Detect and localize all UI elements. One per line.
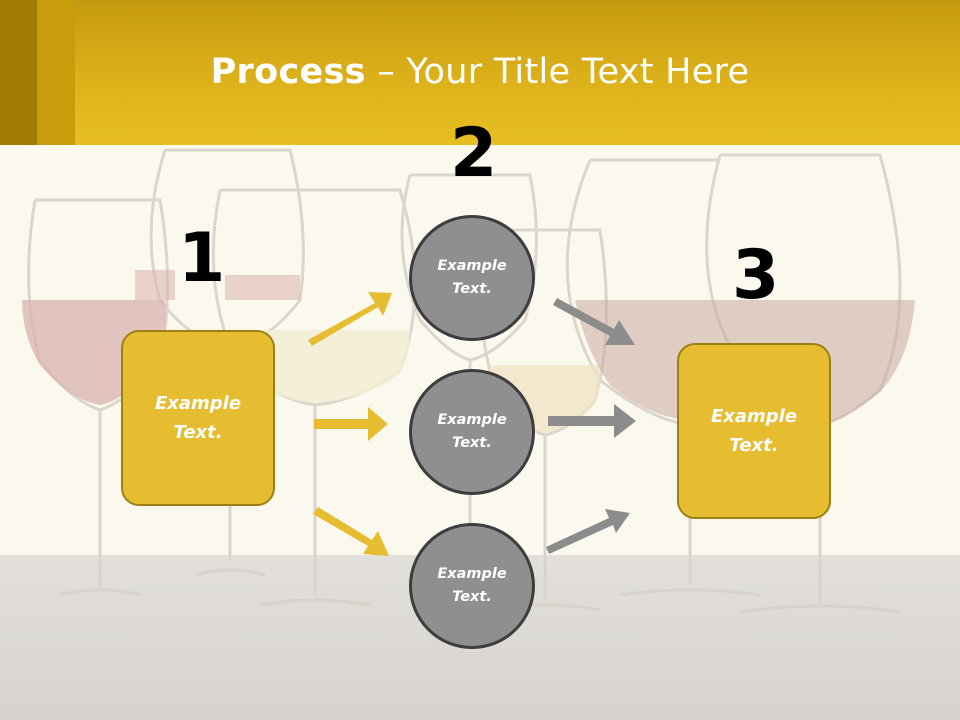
- arrow-to-circle-2: [314, 407, 388, 441]
- header-accent: [37, 0, 75, 145]
- arrow-to-circle-3: [313, 507, 389, 556]
- arrow-from-circle-2: [548, 404, 636, 438]
- step-number-2: 2: [450, 114, 498, 193]
- step-number-1: 1: [178, 219, 226, 298]
- slide-title-bold: Process: [210, 52, 366, 92]
- slide-title: Process – Your Title Text Here: [0, 52, 960, 92]
- title-bar: [0, 0, 960, 145]
- arrow-from-circle-1: [553, 298, 635, 345]
- arrow-from-circle-3: [546, 509, 630, 554]
- step-number-3: 3: [732, 236, 780, 315]
- header-accent-dark: [0, 0, 37, 145]
- slide-title-rest: – Your Title Text Here: [365, 52, 750, 92]
- arrow-to-circle-1: [308, 292, 392, 346]
